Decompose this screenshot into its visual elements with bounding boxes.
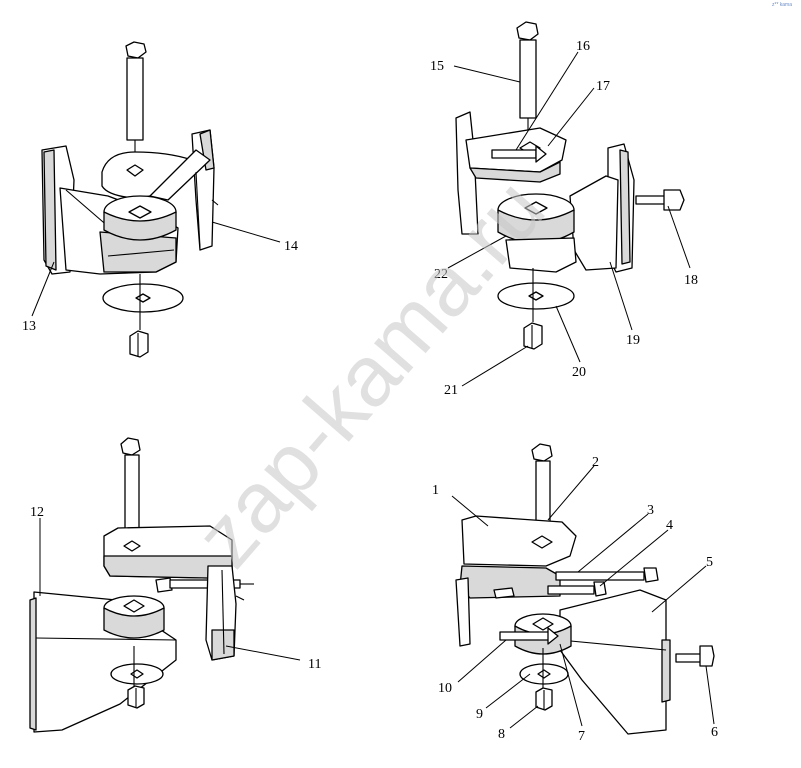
bolt-3 — [555, 567, 659, 583]
callout-1: 1 — [432, 483, 439, 498]
callout-10: 10 — [438, 681, 452, 696]
assembly-bottom-right — [455, 443, 715, 735]
assembly-bottom-left — [29, 437, 254, 733]
bolt-18 — [635, 189, 685, 211]
bolt-6 — [675, 645, 715, 667]
bolt-top-left — [125, 41, 147, 160]
bolt-15 — [516, 21, 539, 150]
rubber-mount-bottom-left — [103, 595, 165, 639]
callout-16: 16 — [576, 39, 590, 54]
corner-logo: z** kama — [772, 2, 792, 8]
callout-7: 7 — [578, 729, 585, 744]
nut-8 — [535, 687, 553, 711]
bolt-horizontal-bottom-left — [155, 577, 254, 593]
pin-10 — [499, 627, 559, 645]
callout-20: 20 — [572, 365, 586, 380]
bracket-11 — [205, 565, 245, 661]
callout-3: 3 — [647, 503, 654, 518]
callout-8: 8 — [498, 727, 505, 742]
callout-numbers: 1 2 3 4 5 6 7 8 9 10 11 12 13 14 15 16 1… — [22, 39, 718, 744]
callout-12: 12 — [30, 505, 44, 520]
pin-16 — [491, 145, 547, 163]
callout-15: 15 — [430, 59, 444, 74]
nut-21 — [523, 322, 543, 350]
bolt-bottom-left — [120, 437, 141, 545]
washer-top-left — [102, 283, 184, 313]
callout-6: 6 — [711, 725, 718, 740]
callout-13: 13 — [22, 319, 36, 334]
callout-17: 17 — [596, 79, 610, 94]
nut-bottom-left — [127, 685, 145, 709]
callout-4: 4 — [666, 518, 673, 533]
rubber-mount-22 — [497, 193, 577, 273]
callout-18: 18 — [684, 273, 698, 288]
support-5 — [559, 589, 671, 735]
support-13 — [41, 145, 179, 275]
washer-20 — [497, 282, 575, 310]
bolt-4 — [547, 581, 607, 597]
callout-2: 2 — [592, 455, 599, 470]
callout-11: 11 — [308, 657, 321, 672]
callout-9: 9 — [476, 707, 483, 722]
callout-5: 5 — [706, 555, 713, 570]
nut-top-left — [129, 330, 149, 358]
bracket-1 — [455, 515, 577, 647]
callout-19: 19 — [626, 333, 640, 348]
callout-22: 22 — [434, 267, 448, 282]
bracket-14 — [149, 129, 219, 251]
support-19 — [569, 143, 635, 273]
assembly-top-left — [41, 41, 219, 358]
washer-9 — [519, 663, 569, 685]
upper-plate-bottom-left — [103, 525, 233, 579]
washer-bottom-left — [110, 663, 164, 685]
callout-14: 14 — [284, 239, 298, 254]
leader-lines — [31, 51, 715, 729]
callout-21: 21 — [444, 383, 458, 398]
rubber-mount-top-left — [103, 195, 177, 241]
